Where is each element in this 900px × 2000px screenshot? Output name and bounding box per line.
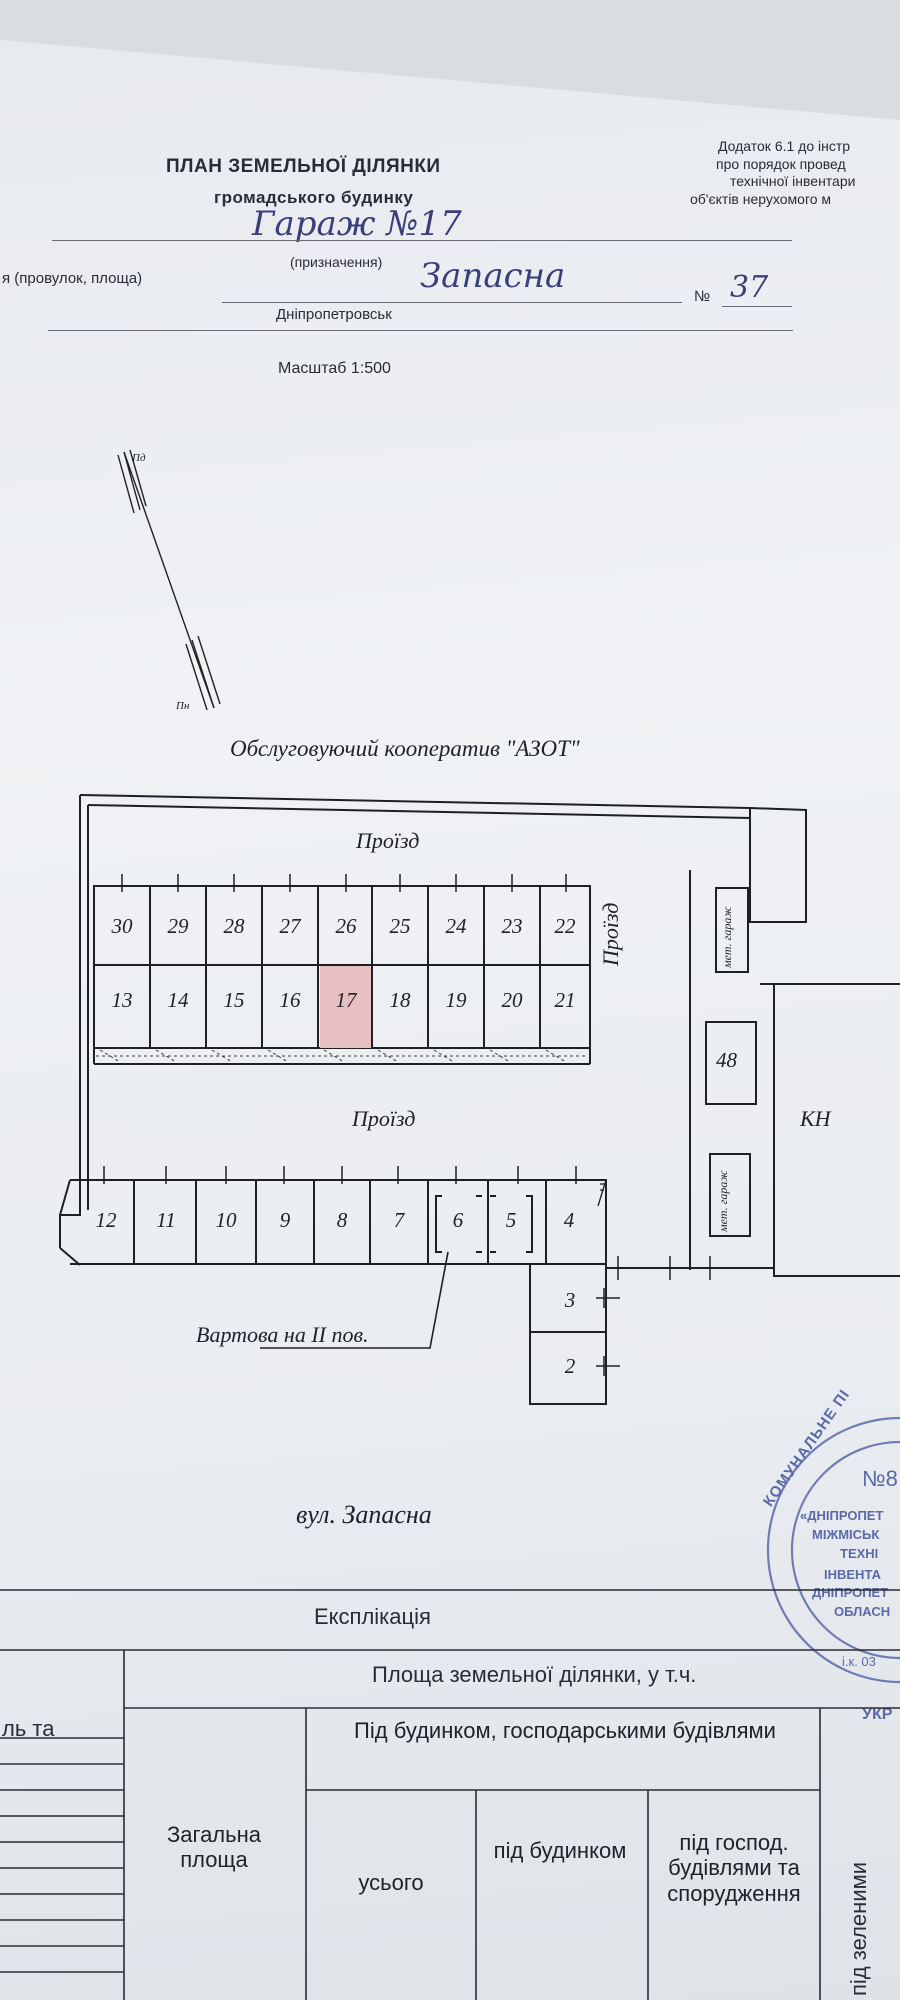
garage-30: 30	[111, 914, 133, 938]
purpose-handwritten: Гараж №17	[252, 204, 462, 244]
garage-23: 23	[501, 914, 523, 938]
stamp-line-4: ІНВЕНТА	[824, 1567, 881, 1582]
compass-south-label: Пн	[176, 700, 190, 712]
annex-line-2: про порядок провед	[716, 156, 846, 172]
garage-13: 13	[111, 988, 133, 1012]
purpose-label: (призначення)	[290, 254, 383, 270]
garage-16: 16	[279, 988, 301, 1012]
number-handwritten: 37	[730, 270, 769, 305]
guard-label: Вартова на II пов.	[196, 1322, 369, 1347]
garage-5: 5	[505, 1208, 517, 1232]
street-name: вул. Запасна	[296, 1500, 432, 1529]
area-header: Площа земельної ділянки, у т.ч.	[372, 1662, 697, 1687]
stamp-line-3: ТЕХНІ	[840, 1546, 879, 1561]
garage-18: 18	[389, 988, 411, 1012]
stamp-line-7: і.к. 03	[842, 1654, 876, 1669]
document-subtitle: громадського будинку	[214, 188, 414, 207]
stamp-bottom: УКР	[862, 1706, 893, 1723]
cooperative-name: Обслуговуючий кооператив "АЗОТ"	[230, 736, 580, 761]
under-house-header: під будинком	[493, 1838, 627, 1863]
purpose-underline	[52, 240, 792, 241]
garage-12: 12	[95, 1208, 117, 1232]
garage-3: 3	[564, 1288, 576, 1312]
street-handwritten: Запасна	[420, 256, 566, 296]
stamp-line-2: МІЖМІСЬК	[812, 1527, 880, 1542]
garage-15: 15	[223, 988, 245, 1012]
passage-middle-label: Проїзд	[352, 1106, 416, 1131]
street-label: я (провулок, площа)	[2, 270, 143, 287]
garage-26: 26	[335, 914, 357, 938]
garage-19: 19	[445, 988, 467, 1012]
garage-2: 2	[564, 1354, 576, 1378]
garage-48: 48	[716, 1048, 737, 1072]
garage-7: 7	[393, 1208, 405, 1232]
garage-8: 8	[336, 1208, 348, 1232]
under-outbuildings-header: під господ. будівлями та спорудження	[667, 1830, 801, 1906]
explication-title: Експлікація	[314, 1604, 431, 1629]
garage-29: 29	[167, 914, 189, 938]
street-underline	[222, 302, 682, 303]
under-buildings-header: Під будинком, господарськими будівлями	[354, 1718, 776, 1743]
garage-9: 9	[279, 1208, 291, 1232]
scale: Масштаб 1:500	[278, 360, 391, 377]
garage-4: 4	[563, 1208, 575, 1232]
city: Дніпропетровськ	[276, 306, 392, 323]
garage-17-highlight	[320, 966, 372, 1048]
total-area-header: Загальна площа	[167, 1822, 261, 1873]
compass-north-label: Пд	[132, 452, 146, 464]
stamp-number: №8	[862, 1466, 898, 1491]
annex-line-3: технічної інвентари	[730, 173, 856, 189]
kn-label: КН	[800, 1106, 831, 1131]
total-header: усього	[358, 1870, 424, 1895]
garage-27: 27	[279, 914, 301, 938]
garage-6: 6	[452, 1208, 464, 1232]
garage-22: 22	[554, 914, 576, 938]
garage-17: 17	[335, 988, 357, 1012]
green-header: під зеленими	[846, 1861, 871, 1996]
number-underline	[722, 306, 792, 307]
garage-11: 11	[156, 1208, 176, 1232]
stamp-line-1: «ДНІПРОПЕТ	[800, 1508, 884, 1523]
number-label: №	[694, 288, 711, 305]
garage-21: 21	[554, 988, 576, 1012]
document-title: ПЛАН ЗЕМЕЛЬНОЇ ДІЛЯНКИ	[166, 156, 441, 177]
garage-28: 28	[223, 914, 245, 938]
garage-25: 25	[389, 914, 411, 938]
garage-10: 10	[215, 1208, 237, 1232]
passage-top-label: Проїзд	[356, 828, 420, 853]
annex-line-1: Додаток 6.1 до інстр	[718, 138, 851, 154]
garage-14: 14	[167, 988, 189, 1012]
garage-20: 20	[501, 988, 523, 1012]
annex-line-4: об'єктів нерухомого м	[690, 191, 832, 207]
stamp-line-6: ОБЛАСН	[834, 1604, 891, 1619]
stamp-line-5: ДНІПРОПЕТ	[812, 1585, 889, 1600]
city-underline	[48, 330, 793, 331]
compass-arrow-icon	[117, 449, 221, 711]
garage-24: 24	[445, 914, 467, 938]
left-cut-header: ль та	[2, 1716, 55, 1741]
